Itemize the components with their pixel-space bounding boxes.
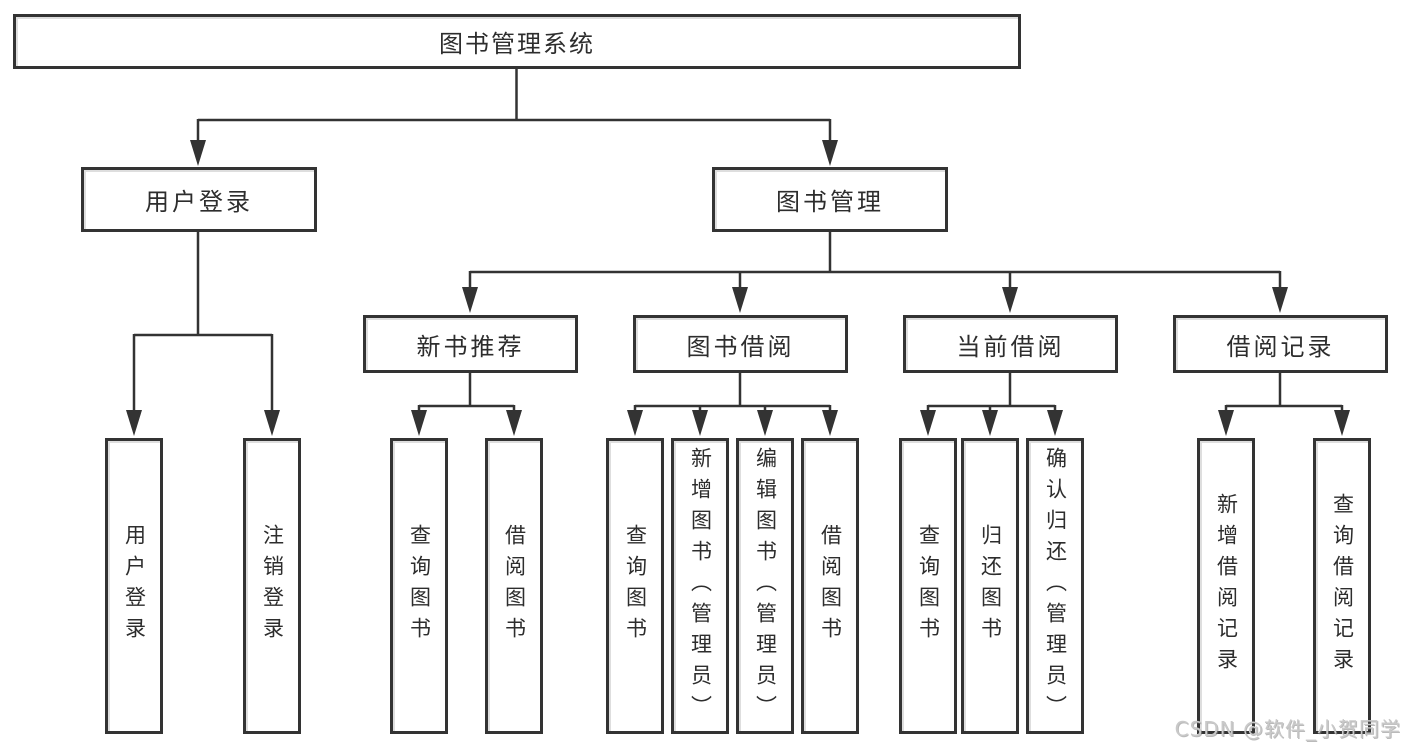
leaf-current-confirm-return-admin: 确认归还（管理员） (1026, 438, 1084, 734)
arrow-down-icon (411, 410, 427, 436)
connector-recommend-group (417, 373, 516, 414)
connector-root-to-level2 (196, 68, 832, 146)
arrow-down-icon (732, 287, 748, 313)
node-library-management-system: 图书管理系统 (13, 14, 1021, 69)
leaf-logout: 注销登录 (243, 438, 301, 734)
leaf-borrow-edit-books-admin: 编辑图书（管理员） (736, 438, 794, 734)
csdn-watermark: CSDN @软件_小贺同学 (1174, 717, 1401, 741)
connector-management-to-sections (468, 232, 1282, 292)
node-book-borrow: 图书借阅 (633, 315, 848, 373)
leaf-records-query-record: 查询借阅记录 (1313, 438, 1371, 734)
connector-records-group (1224, 373, 1344, 414)
arrow-down-icon (757, 410, 773, 436)
leaf-borrow-add-books-admin: 新增图书（管理员） (671, 438, 729, 734)
arrow-down-icon (1002, 287, 1018, 313)
arrow-down-icon (982, 410, 998, 436)
arrow-down-icon (264, 410, 280, 436)
arrow-down-icon (822, 140, 838, 166)
arrow-down-icon (822, 410, 838, 436)
leaf-user-login: 用户登录 (105, 438, 163, 734)
connector-login-group (132, 232, 274, 414)
leaf-borrow-borrow-books: 借阅图书 (801, 438, 859, 734)
node-new-book-recommend: 新书推荐 (363, 315, 578, 373)
arrow-down-icon (1047, 410, 1063, 436)
arrow-down-icon (1334, 410, 1350, 436)
leaf-records-add-record: 新增借阅记录 (1197, 438, 1255, 734)
leaf-current-query-books: 查询图书 (899, 438, 957, 734)
arrow-down-icon (627, 410, 643, 436)
arrow-down-icon (190, 140, 206, 166)
arrow-down-icon (1218, 410, 1234, 436)
leaf-recommend-borrow-books: 借阅图书 (485, 438, 543, 734)
connector-current-group (926, 373, 1057, 414)
arrow-down-icon (462, 287, 478, 313)
arrow-down-icon (920, 410, 936, 436)
leaf-recommend-query-books: 查询图书 (390, 438, 448, 734)
leaf-borrow-query-books: 查询图书 (606, 438, 664, 734)
leaf-current-return-books: 归还图书 (961, 438, 1019, 734)
node-book-management: 图书管理 (712, 167, 948, 232)
arrow-down-icon (692, 410, 708, 436)
arrow-down-icon (1272, 287, 1288, 313)
node-current-borrow: 当前借阅 (903, 315, 1118, 373)
node-borrow-records: 借阅记录 (1173, 315, 1388, 373)
arrow-down-icon (126, 410, 142, 436)
node-user-login: 用户登录 (81, 167, 317, 232)
arrowheads (126, 140, 1350, 436)
arrow-down-icon (506, 410, 522, 436)
connector-borrow-group (633, 373, 832, 414)
